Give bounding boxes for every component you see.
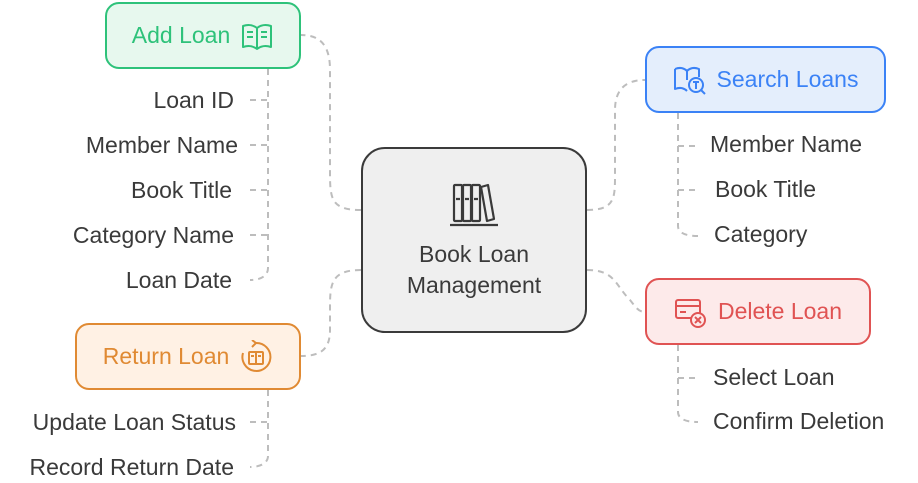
add-loan-item-category-name: Category Name xyxy=(72,222,234,248)
book-search-icon xyxy=(673,66,706,95)
search-loans-item-book-title: Book Title xyxy=(715,176,816,202)
return-loan-item-update-status: Update Loan Status xyxy=(32,409,236,435)
books-icon xyxy=(450,183,498,227)
center-node[interactable]: Book Loan Management xyxy=(361,147,587,333)
delete-loan-label: Delete Loan xyxy=(717,298,843,324)
book-icon xyxy=(242,23,273,50)
center-title: Book Loan Management xyxy=(407,239,541,301)
add-loan-item-member-name: Member Name xyxy=(85,132,238,158)
delete-loan-item-confirm-deletion: Confirm Deletion xyxy=(713,408,885,434)
add-loan-item-book-title: Book Title xyxy=(131,177,232,203)
card-delete-icon xyxy=(674,298,706,328)
add-loan-node[interactable]: Add Loan xyxy=(105,2,301,69)
center-title-line2: Management xyxy=(406,272,542,298)
add-loan-item-loan-date: Loan Date xyxy=(125,267,232,293)
spine-search-loans xyxy=(677,113,699,237)
return-loan-node[interactable]: Return Loan xyxy=(75,323,301,390)
spine-return-loan xyxy=(249,390,269,468)
search-loans-node[interactable]: Search Loans xyxy=(645,46,886,113)
delete-loan-item-select-loan: Select Loan xyxy=(713,364,835,390)
spine-add-loan xyxy=(249,69,269,281)
return-loan-item-record-date: Record Return Date xyxy=(29,454,234,480)
add-loan-label: Add Loan xyxy=(131,22,231,48)
search-loans-item-member-name: Member Name xyxy=(710,131,863,157)
delete-loan-node[interactable]: Delete Loan xyxy=(645,278,871,345)
connector-return-loan xyxy=(300,269,362,357)
search-loans-item-category: Category xyxy=(714,221,808,247)
spine-delete-loan xyxy=(677,345,699,423)
connector-search-loans xyxy=(586,79,646,211)
book-return-icon xyxy=(241,339,272,372)
return-loan-label: Return Loan xyxy=(102,343,230,369)
center-title-line1: Book Loan xyxy=(419,241,529,267)
add-loan-item-loan-id: Loan ID xyxy=(153,87,234,113)
connector-delete-loan xyxy=(586,269,646,313)
connector-add-loan xyxy=(300,34,362,211)
search-loans-label: Search Loans xyxy=(716,66,859,92)
